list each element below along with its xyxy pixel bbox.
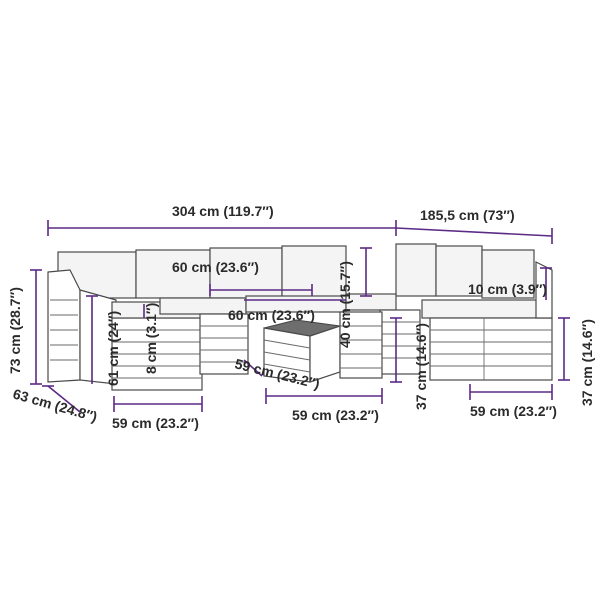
label-right-width: 59 cm (23.2″) bbox=[470, 403, 557, 419]
label-side-width: 185,5 cm (73″) bbox=[420, 207, 515, 223]
coffee-table bbox=[263, 311, 383, 383]
label-table-width: 59 cm (23.2″) bbox=[292, 407, 379, 423]
label-right-height: 37 cm (14.6″) bbox=[579, 319, 595, 406]
right-armchair bbox=[421, 261, 553, 381]
dimension-labels: 304 cm (119.7″) 185,5 cm (73″) 60 cm (23… bbox=[7, 203, 595, 431]
label-table-height: 37 cm (14.6″) bbox=[413, 323, 429, 410]
dimension-lines bbox=[30, 220, 570, 413]
left-armchair bbox=[47, 269, 205, 391]
label-left-width: 59 cm (23.2″) bbox=[112, 415, 199, 431]
label-total-width: 304 cm (119.7″) bbox=[172, 203, 274, 219]
label-back-cushion-width: 60 cm (23.6″) bbox=[172, 259, 259, 275]
label-total-height: 73 cm (28.7″) bbox=[7, 287, 23, 374]
label-cushion-thickness-right: 10 cm (3.9″) bbox=[468, 281, 547, 297]
label-back-height-inner: 40 cm (15.7″) bbox=[337, 261, 353, 348]
label-seat-cushion-width: 60 cm (23.6″) bbox=[228, 307, 315, 323]
label-seat-height: 61 cm (24″) bbox=[105, 311, 121, 386]
label-cushion-thickness: 8 cm (3.1″) bbox=[143, 303, 159, 374]
